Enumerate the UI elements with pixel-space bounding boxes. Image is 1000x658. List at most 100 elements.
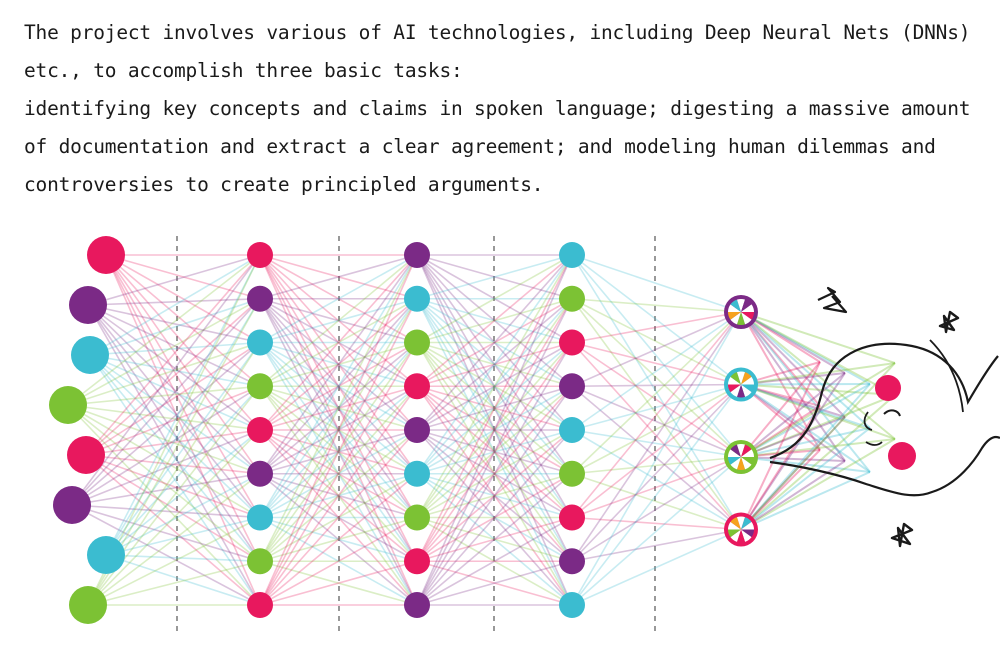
connection-line <box>571 341 742 531</box>
hidden-node <box>559 242 585 268</box>
output-beam <box>740 362 896 531</box>
connection-line <box>259 341 418 475</box>
connection-line <box>416 341 573 431</box>
connection-line <box>67 404 261 519</box>
output-beam <box>740 394 896 458</box>
connection-line <box>571 298 742 386</box>
connection-line <box>259 342 418 562</box>
connection-line <box>571 383 742 562</box>
output-node <box>724 295 758 329</box>
connection-line <box>259 298 418 431</box>
connection-line <box>71 504 261 606</box>
connection-line <box>259 254 418 518</box>
connection-line <box>571 341 742 458</box>
input-node <box>87 236 125 274</box>
connection-line <box>416 254 573 300</box>
connection-line <box>416 298 573 606</box>
connection-line <box>571 456 742 475</box>
connection-line <box>259 298 418 387</box>
connection-line <box>259 254 418 387</box>
connection-line <box>416 429 573 519</box>
connection-line <box>259 254 418 606</box>
connection-line <box>87 304 261 562</box>
eye-icon <box>883 409 901 417</box>
connection-line <box>105 429 261 556</box>
connection-line <box>416 516 573 606</box>
connection-line <box>416 560 573 606</box>
connection-line <box>416 341 573 431</box>
hidden-node <box>247 504 273 531</box>
output-beam <box>740 311 821 407</box>
connection-line <box>87 560 261 606</box>
head-outline <box>769 342 1000 497</box>
connection-line <box>571 385 742 458</box>
connection-line <box>259 341 418 475</box>
hidden-node <box>559 548 585 575</box>
connection-line <box>105 254 261 518</box>
input-node <box>53 486 91 524</box>
connection-line <box>67 404 261 431</box>
star-icon <box>938 310 960 334</box>
input-node <box>87 536 125 574</box>
connection-line <box>259 516 418 606</box>
connection-line <box>71 504 261 519</box>
connection-line <box>416 385 573 562</box>
connection-line <box>571 254 742 313</box>
connection-line <box>259 254 418 300</box>
output-beam <box>740 471 871 531</box>
connection-line <box>571 311 742 562</box>
connection-line <box>571 383 742 475</box>
hidden-node <box>247 329 273 356</box>
connection-line <box>105 342 261 556</box>
connection-line <box>416 429 573 475</box>
output-beam <box>740 311 871 473</box>
hidden-node <box>559 285 585 312</box>
connection-line <box>259 298 418 518</box>
connection-line <box>259 254 418 300</box>
connection-line <box>259 342 418 562</box>
connection-line <box>105 554 261 563</box>
mouth-icon <box>865 441 883 446</box>
connection-line <box>105 385 261 556</box>
output-beam <box>740 372 846 531</box>
connection-line <box>67 254 261 406</box>
connection-line <box>571 254 742 458</box>
connection-line <box>571 472 742 531</box>
connection-line <box>416 298 573 475</box>
input-node <box>69 286 107 324</box>
output-node <box>724 512 758 547</box>
connection-line <box>416 254 573 475</box>
hidden-node <box>559 460 585 487</box>
connection-line <box>416 298 573 431</box>
connection-line <box>571 456 742 606</box>
output-beam <box>740 311 896 396</box>
output-beam <box>740 311 821 451</box>
connection-line <box>416 560 573 606</box>
output-beam <box>740 362 896 386</box>
connection-line <box>416 254 573 475</box>
connection-line <box>259 298 418 387</box>
connection-line <box>259 473 418 606</box>
output-beam <box>740 427 871 458</box>
output-beam <box>740 361 821 458</box>
connection-line <box>416 342 573 606</box>
connection-line <box>571 456 742 562</box>
connection-line <box>416 298 573 431</box>
connection-line <box>416 516 573 563</box>
hidden-node <box>404 460 430 487</box>
output-beam <box>740 416 846 458</box>
connection-line <box>416 341 573 519</box>
caption-line-3: identifying key concepts and claims in s… <box>24 97 971 120</box>
output-beam <box>740 456 846 462</box>
connection-line <box>87 429 261 606</box>
input-node <box>69 586 107 624</box>
output-node <box>724 367 758 402</box>
connection-line <box>259 297 418 344</box>
connection-line <box>87 304 261 606</box>
connection-line <box>259 254 418 344</box>
output-beam <box>740 456 871 473</box>
connection-line <box>416 298 573 518</box>
connection-line <box>571 383 742 519</box>
output-beam <box>740 438 896 531</box>
connection-line <box>571 311 742 606</box>
